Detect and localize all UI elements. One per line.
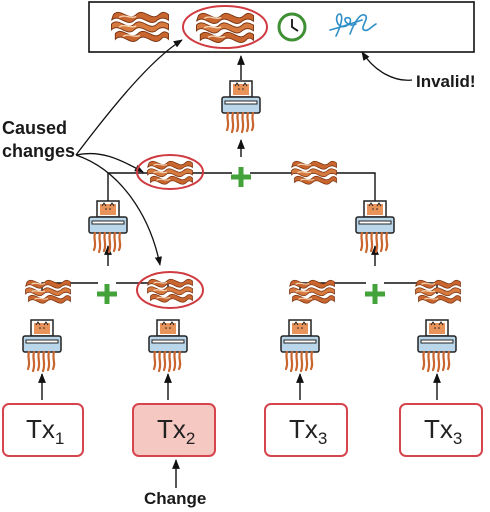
shredder-cat-icon xyxy=(279,318,321,373)
annotation-arrows xyxy=(75,39,413,266)
caused-changes-label: changes xyxy=(2,141,75,161)
shredder-cat-icon xyxy=(21,318,63,373)
bacon-strips-icon xyxy=(24,279,72,304)
svg-text:Tx3: Tx3 xyxy=(424,414,462,448)
tx-box-highlighted: Tx2 xyxy=(132,403,216,457)
tx-box: Tx1 xyxy=(2,403,84,457)
shredder-cat-icon xyxy=(220,79,262,134)
plus-icon xyxy=(365,284,385,304)
bacon-strips-icon xyxy=(195,12,255,44)
bacon-strips-icon xyxy=(146,278,194,303)
shredder-cat-icon xyxy=(416,318,458,373)
shredder-cat-icon xyxy=(87,199,129,254)
bacon-strips-icon xyxy=(288,279,336,304)
bacon-strips-icon xyxy=(110,11,170,43)
bacon-strips-icon xyxy=(146,160,194,185)
bacon-strips-icon xyxy=(414,279,462,304)
svg-text:Tx2: Tx2 xyxy=(157,414,195,448)
svg-text:Tx1: Tx1 xyxy=(26,414,64,448)
caused-changes-label: Caused xyxy=(2,118,67,138)
clock-icon xyxy=(277,12,307,42)
shredder-cat-icon xyxy=(147,318,189,373)
highlight-ring xyxy=(136,154,204,190)
highlight-ring xyxy=(182,5,268,49)
highlight-ring xyxy=(136,271,204,309)
bacon-strips-icon xyxy=(290,160,338,185)
invalid-label: Invalid! xyxy=(416,72,476,91)
svg-text:Tx3: Tx3 xyxy=(289,414,327,448)
plus-icon xyxy=(97,284,117,304)
tx-box: Tx3 xyxy=(399,403,483,457)
tx-box: Tx3 xyxy=(264,403,348,457)
change-label: Change xyxy=(144,489,206,508)
shredder-cat-icon xyxy=(354,199,396,254)
signature-icon xyxy=(329,13,377,37)
flow-arrows xyxy=(38,55,441,488)
plus-icon xyxy=(231,167,251,187)
